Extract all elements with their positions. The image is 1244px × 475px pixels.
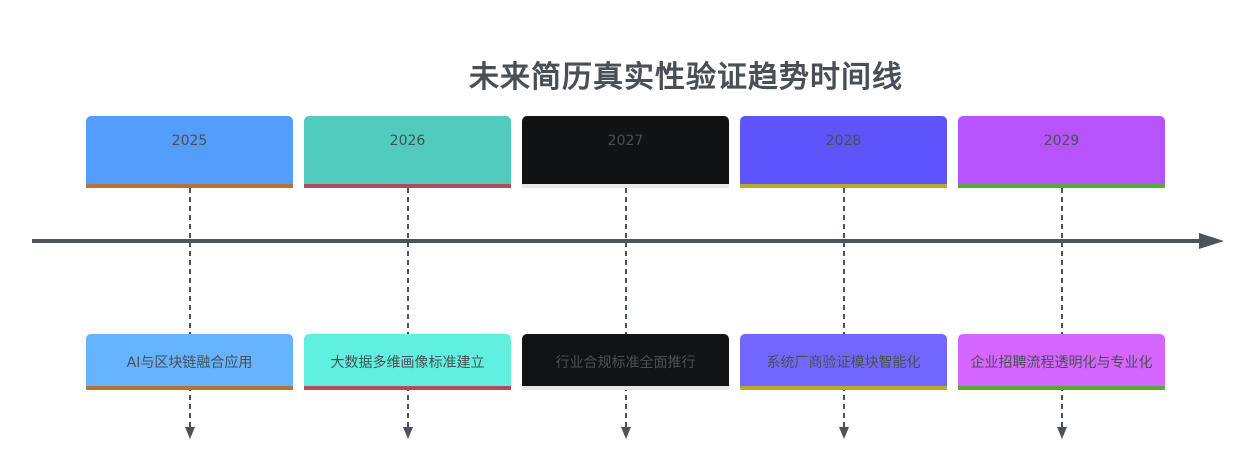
period-box-underline: [522, 184, 729, 188]
period-box-2027: 2027: [522, 116, 729, 188]
event-box-2027: 行业合规标准全面推行: [522, 334, 729, 390]
period-box-2026: 2026: [304, 116, 511, 188]
event-box-underline: [958, 386, 1165, 390]
connector-arrow-icon: [839, 427, 849, 439]
event-label: AI与区块链融合应用: [126, 355, 253, 371]
period-year-label: 2029: [1043, 133, 1080, 149]
period-box-underline: [958, 184, 1165, 188]
event-label: 大数据多维画像标准建立: [330, 355, 485, 371]
event-label: 企业招聘流程透明化与专业化: [970, 355, 1153, 371]
diagram-title: 未来简历真实性验证趋势时间线: [469, 60, 903, 95]
period-year-label: 2025: [171, 133, 208, 149]
event-box-2028: 系统厂商验证模块智能化: [740, 334, 947, 390]
event-box-2025: AI与区块链融合应用: [86, 334, 293, 390]
period-box-underline: [304, 184, 511, 188]
timeline-axis-arrow-icon: [1199, 233, 1224, 249]
event-box-underline: [740, 386, 947, 390]
period-box-2029: 2029: [958, 116, 1165, 188]
period-year-label: 2028: [825, 133, 862, 149]
connector-arrow-icon: [185, 427, 195, 439]
event-box-underline: [304, 386, 511, 390]
event-box-underline: [86, 386, 293, 390]
period-box-2025: 2025: [86, 116, 293, 188]
period-box-2028: 2028: [740, 116, 947, 188]
event-label: 行业合规标准全面推行: [555, 355, 696, 371]
period-box-underline: [740, 184, 947, 188]
period-year-label: 2026: [389, 133, 426, 149]
period-year-label: 2027: [607, 133, 644, 149]
event-box-2029: 企业招聘流程透明化与专业化: [958, 334, 1165, 390]
connector-arrow-icon: [621, 427, 631, 439]
connector-arrow-icon: [403, 427, 413, 439]
period-box-underline: [86, 184, 293, 188]
connector-arrow-icon: [1057, 427, 1067, 439]
event-label: 系统厂商验证模块智能化: [766, 355, 921, 371]
event-box-2026: 大数据多维画像标准建立: [304, 334, 511, 390]
event-box-underline: [522, 386, 729, 390]
